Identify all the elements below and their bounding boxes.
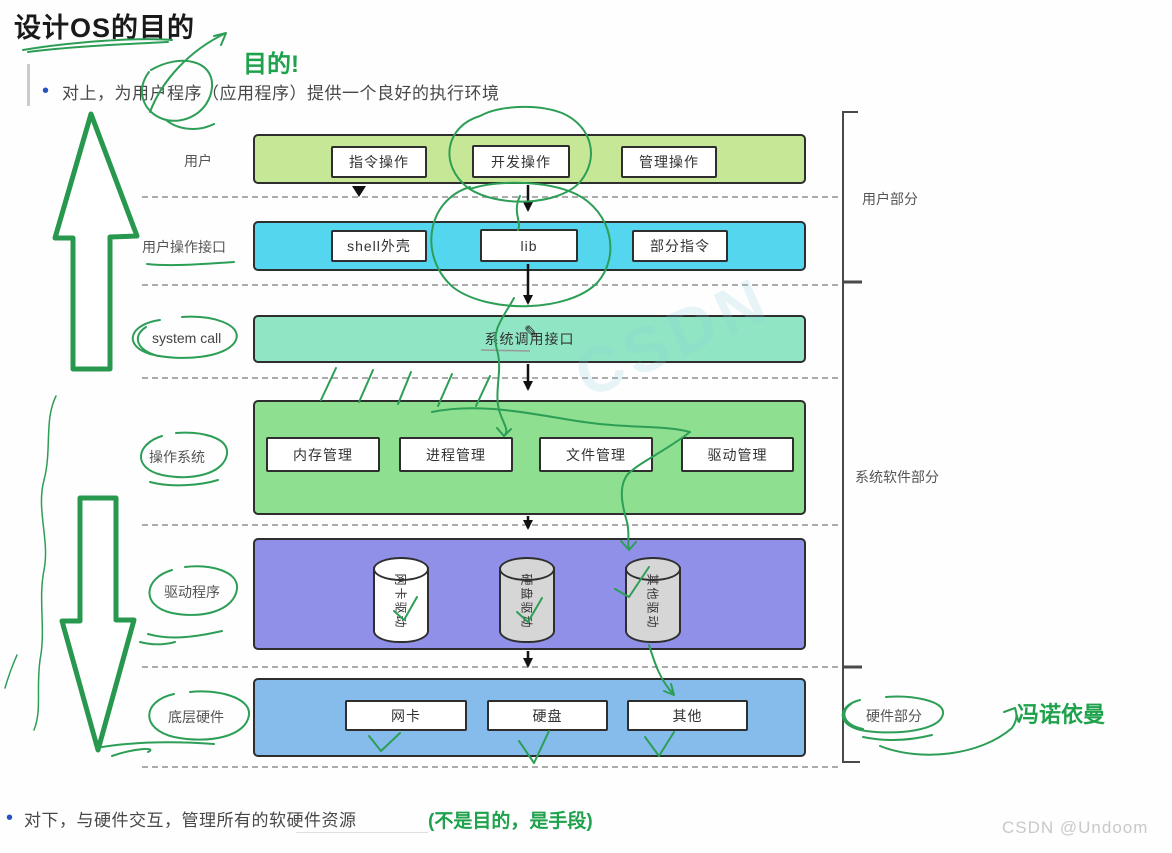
cylinder-other-driver: 其他驱动 (625, 557, 681, 645)
cylinder-cap (499, 557, 555, 581)
box-nic: 网卡 (345, 700, 467, 731)
section-user-part: 用户部分 (862, 191, 918, 207)
page-title: 设计OS的目的 (14, 13, 196, 43)
dashed-divider-4 (142, 524, 838, 526)
label-user: 用户 (184, 153, 212, 169)
left-wavy-brace (33, 395, 57, 731)
dashed-divider-5 (142, 666, 838, 668)
dashed-divider-3 (142, 377, 838, 379)
box-other: 其他 (627, 700, 748, 731)
section-hardware-part: 硬件部分 (866, 708, 922, 724)
dashed-divider-6 (142, 766, 838, 768)
bottom-bullet-text: 对下，与硬件交互，管理所有的软硬件资源 (24, 811, 357, 830)
label-hardware: 底层硬件 (168, 709, 224, 725)
box-lib: lib (480, 229, 578, 262)
cylinder-nic-label: 网卡驱动 (393, 573, 408, 630)
box-partial-commands: 部分指令 (632, 230, 728, 262)
right-bracket (842, 111, 862, 763)
box-dev-op: 开发操作 (472, 145, 570, 178)
edge-stroke (4, 654, 18, 689)
dashed-divider-2 (142, 284, 838, 286)
csdn-watermark: CSDN @Undoom (1002, 818, 1149, 837)
box-process-mgmt: 进程管理 (399, 437, 513, 472)
box-disk: 硬盘 (487, 700, 608, 731)
label-driver: 驱动程序 (164, 584, 220, 600)
bullet-dot-bottom: • (6, 807, 14, 829)
label-user-interface: 用户操作接口 (142, 239, 226, 255)
top-bullet-text: 对上，为用户程序（应用程序）提供一个良好的执行环境 (62, 84, 500, 103)
pencil-cursor-icon: ✎ (524, 324, 538, 341)
label-system-call: system call (152, 330, 222, 346)
faint-underline (296, 832, 428, 833)
box-command-op: 指令操作 (331, 146, 427, 178)
interface-label-underline (146, 261, 235, 267)
quote-bar (27, 64, 30, 106)
box-admin-op: 管理操作 (621, 146, 717, 178)
cylinder-disk-driver: 硬盘驱动 (499, 557, 555, 645)
big-down-arrow (59, 495, 137, 753)
box-file-mgmt: 文件管理 (539, 437, 653, 472)
purpose-callout: 目的! (243, 51, 299, 78)
bracket-line (842, 111, 860, 763)
label-os: 操作系统 (149, 449, 205, 465)
big-up-arrow (52, 111, 140, 372)
box-memory-mgmt: 内存管理 (266, 437, 380, 472)
circle-driver-label (139, 565, 239, 646)
box-shell: shell外壳 (331, 230, 427, 262)
box-driver-mgmt: 驱动管理 (681, 437, 794, 472)
von-neumann-note: 冯诺依曼 (1017, 702, 1106, 727)
cylinder-other-label: 其他驱动 (645, 573, 660, 630)
section-system-software-part: 系统软件部分 (855, 469, 939, 485)
cylinder-nic-driver: 网卡驱动 (373, 557, 429, 645)
cylinder-cap (373, 557, 429, 581)
bullet-dot-top: • (42, 80, 50, 102)
bottom-note: (不是目的，是手段) (428, 811, 593, 832)
cylinder-disk-label: 硬盘驱动 (519, 573, 534, 630)
dashed-divider-1 (142, 196, 838, 198)
